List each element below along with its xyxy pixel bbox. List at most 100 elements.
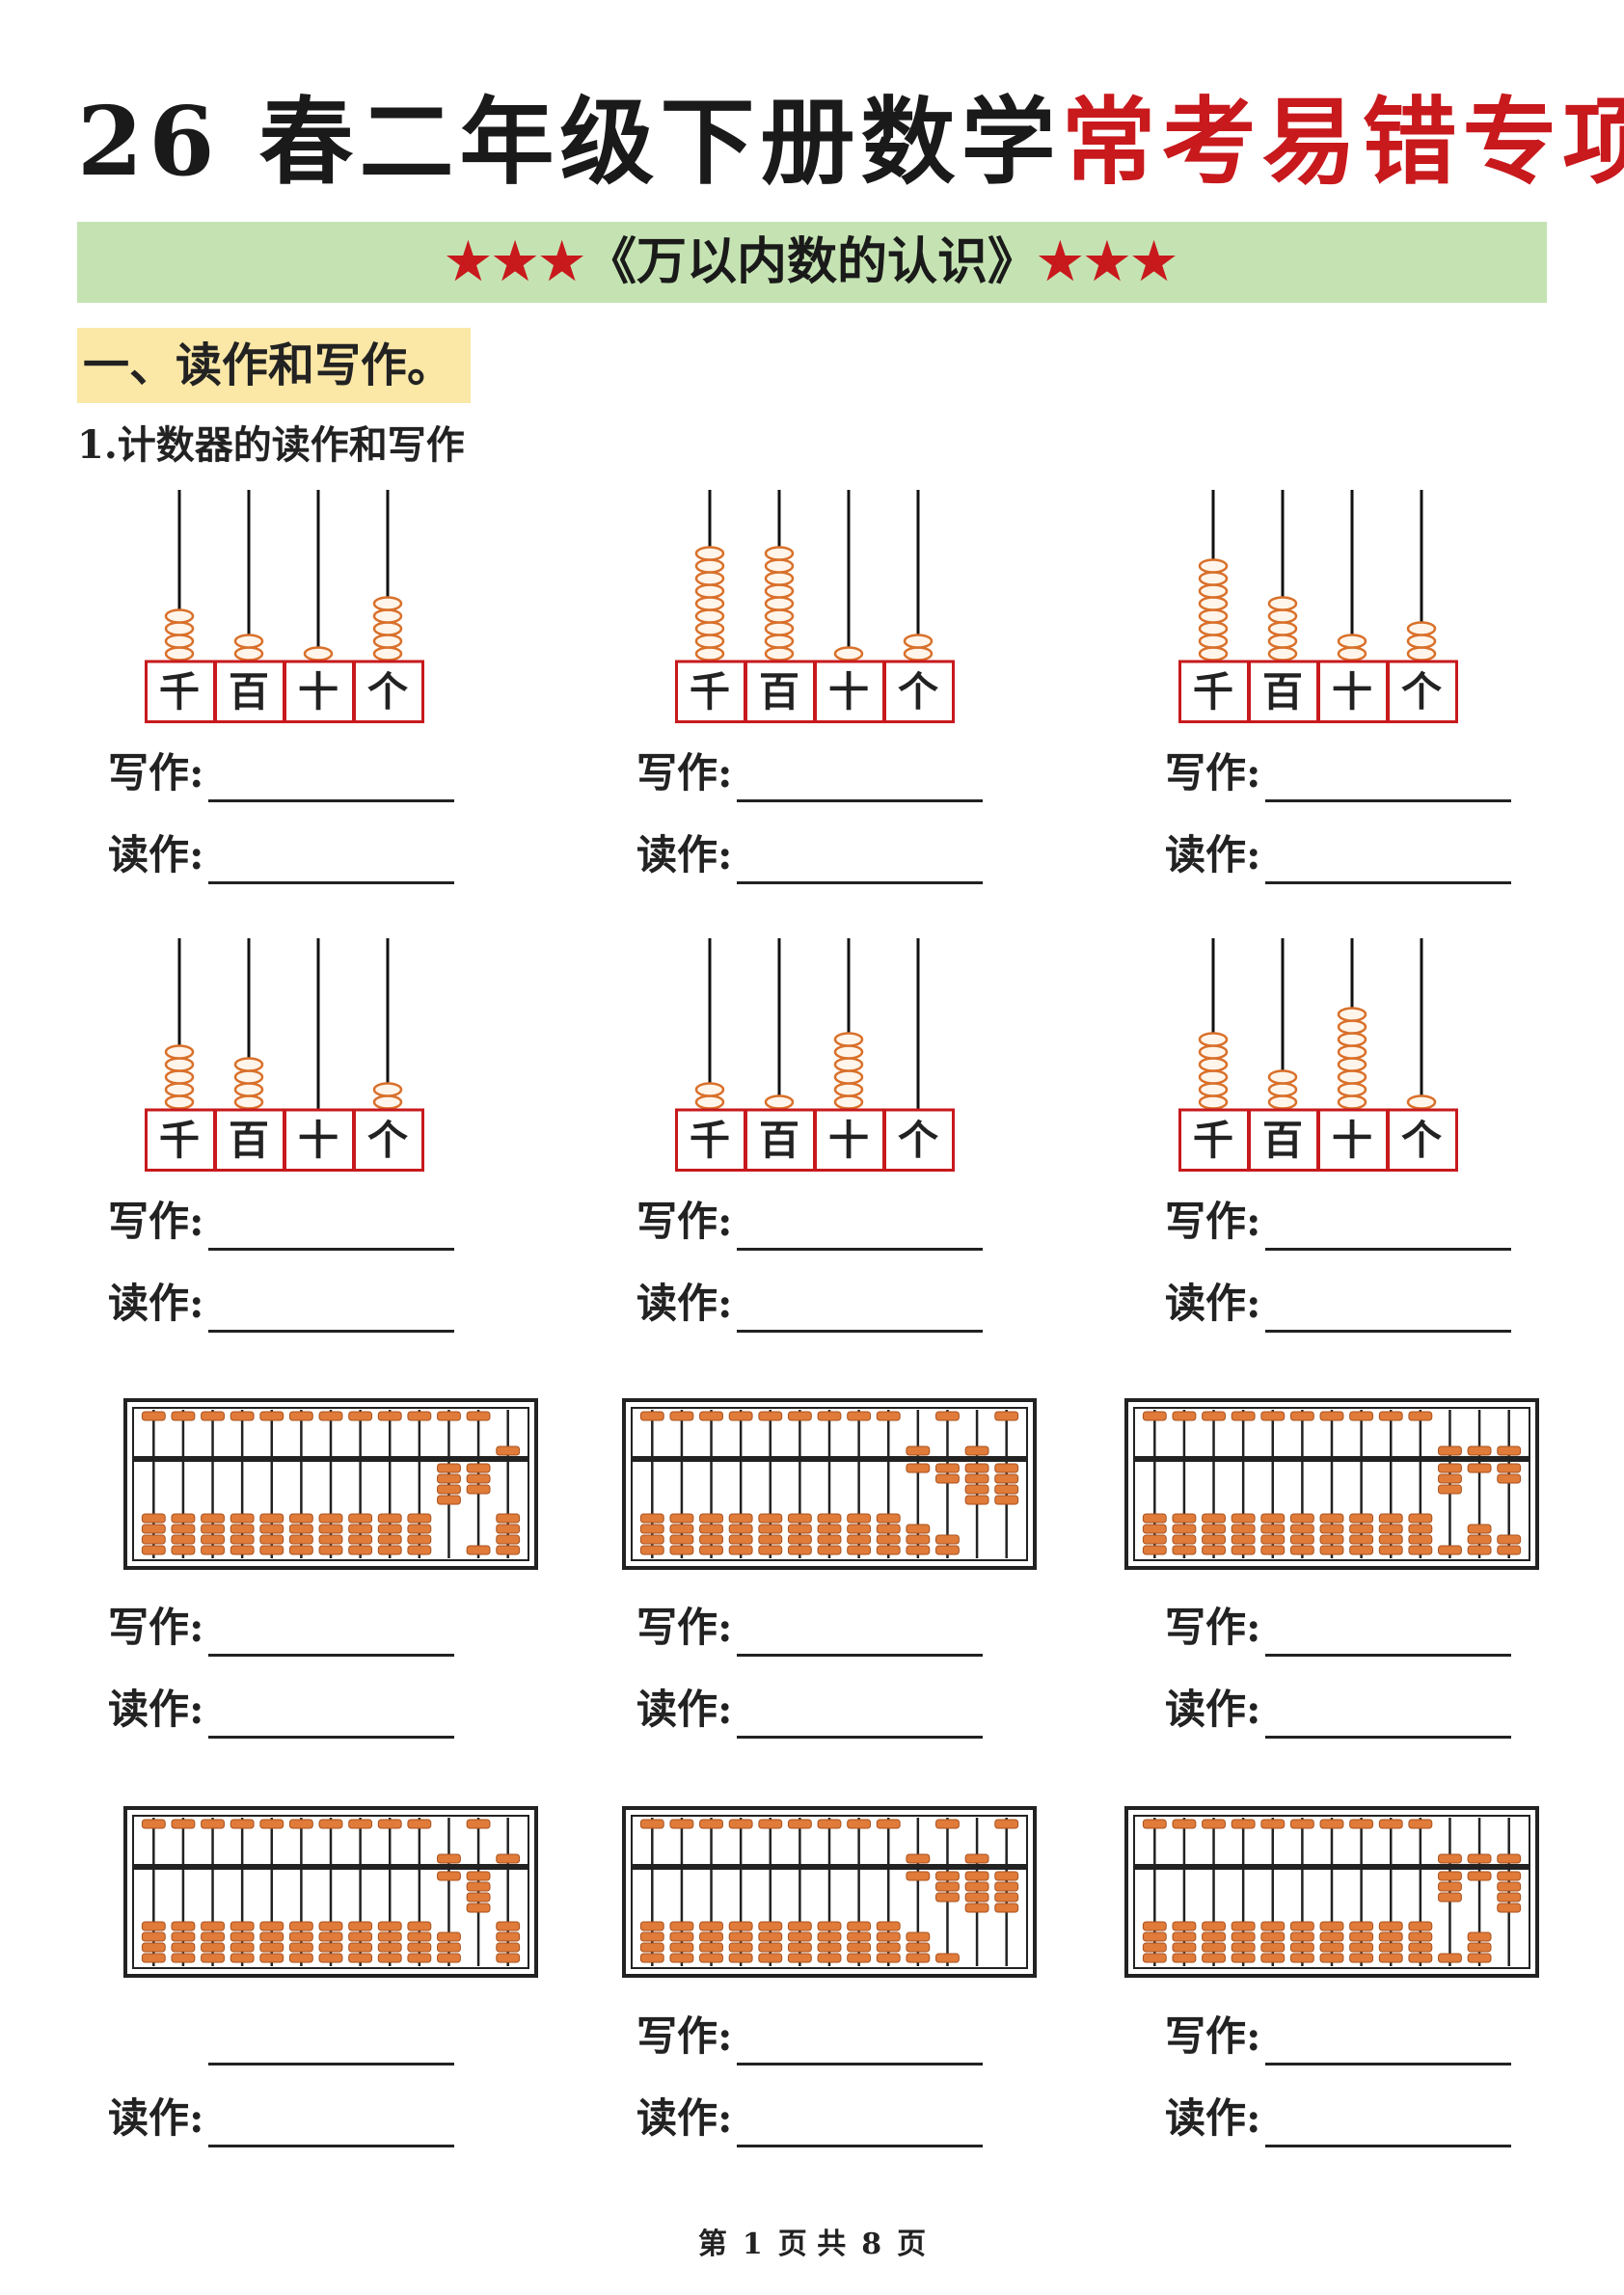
- read-answer-5-blank[interactable]: [736, 1285, 983, 1333]
- read-answer-6-blank[interactable]: [1264, 1285, 1511, 1333]
- abacus-lower-bead: [1408, 1513, 1433, 1524]
- abacus-lower-bead: [1172, 1545, 1197, 1555]
- abacus-lower-bead: [1142, 1534, 1167, 1545]
- abacus-lower-bead: [1497, 1534, 1522, 1545]
- counter-bead: [764, 608, 795, 624]
- abacus-lower-bead: [639, 1953, 664, 1963]
- abacus-lower-bead: [1349, 1953, 1374, 1963]
- abacus-lower-bead: [817, 1921, 842, 1931]
- read-answer-2-blank[interactable]: [736, 837, 983, 884]
- counter-bead: [1267, 634, 1298, 649]
- write-answer-7-blank[interactable]: [207, 1609, 454, 1657]
- abacus-upper-bead: [230, 1819, 255, 1829]
- abacus-lower-bead: [758, 1513, 783, 1524]
- counter-bead: [164, 621, 195, 636]
- counter-bead: [1198, 608, 1229, 624]
- write-answer-2-blank[interactable]: [736, 755, 983, 802]
- abacus-upper-bead: [437, 1853, 461, 1864]
- write-answer-5: 写作:: [636, 1193, 983, 1251]
- abacus-lower-bead: [1231, 1545, 1256, 1555]
- abacus-lower-bead: [1408, 1545, 1433, 1555]
- abacus-lower-bead: [230, 1921, 255, 1931]
- read-answer-10-blank[interactable]: [207, 2100, 454, 2147]
- abacus-lower-bead: [1260, 1953, 1286, 1963]
- abacus-lower-bead: [787, 1534, 812, 1545]
- counter-bead: [372, 634, 403, 649]
- write-answer-6-blank[interactable]: [1264, 1203, 1511, 1251]
- read-answer-10: 读作:: [108, 2090, 454, 2147]
- write-answer-5-label: 写作:: [636, 1198, 733, 1245]
- counter-3: 千百十个: [1178, 490, 1458, 723]
- abacus-upper-bead: [377, 1411, 402, 1421]
- abacus-lower-bead: [994, 1903, 1019, 1913]
- abacus-lower-bead: [876, 1513, 901, 1524]
- read-answer-11-blank[interactable]: [736, 2100, 983, 2147]
- counter-bead: [764, 583, 795, 599]
- read-answer-9: 读作:: [1165, 1681, 1511, 1739]
- abacus-lower-bead: [1202, 1534, 1226, 1545]
- abacus-upper-bead: [1172, 1411, 1197, 1421]
- abacus-lower-bead: [230, 1931, 255, 1942]
- abacus-lower-bead: [348, 1921, 373, 1931]
- counter-bead: [372, 646, 403, 662]
- abacus-lower-bead: [1231, 1921, 1256, 1931]
- abacus-lower-bead: [847, 1513, 872, 1524]
- write-answer-12-blank[interactable]: [1264, 2018, 1511, 2066]
- abacus-lower-bead: [1260, 1931, 1286, 1942]
- counter-place-cell: [814, 660, 885, 723]
- abacus-lower-bead: [1142, 1545, 1167, 1555]
- counter-bead: [764, 571, 795, 586]
- abacus-lower-bead: [847, 1534, 872, 1545]
- abacus-lower-bead: [318, 1931, 343, 1942]
- read-answer-12-blank[interactable]: [1264, 2100, 1511, 2147]
- abacus-lower-bead: [1142, 1931, 1167, 1942]
- abacus-lower-bead: [1319, 1921, 1344, 1931]
- abacus-lower-bead: [288, 1545, 313, 1555]
- read-answer-1-blank[interactable]: [207, 837, 454, 884]
- abacus-lower-bead: [1172, 1921, 1197, 1931]
- write-answer-1-blank[interactable]: [207, 755, 454, 802]
- abacus-lower-bead: [1202, 1942, 1226, 1953]
- abacus-lower-bead: [847, 1942, 872, 1953]
- abacus-lower-bead: [141, 1953, 166, 1963]
- abacus-lower-bead: [669, 1545, 694, 1555]
- abacus-upper-bead: [728, 1411, 753, 1421]
- write-answer-3: 写作:: [1165, 744, 1511, 802]
- abacus-lower-bead: [964, 1892, 989, 1903]
- write-answer-11: 写作:: [636, 2008, 983, 2066]
- write-answer-10-blank[interactable]: [207, 2018, 454, 2066]
- counter-bead: [1337, 1044, 1367, 1060]
- read-answer-3-blank[interactable]: [1264, 837, 1511, 884]
- counter-bead: [1198, 1069, 1229, 1085]
- counter-bead: [1267, 621, 1298, 636]
- read-answer-7-blank[interactable]: [207, 1691, 454, 1739]
- abacus-lower-bead: [1349, 1545, 1374, 1555]
- abacus-lower-bead: [288, 1942, 313, 1953]
- counter-bead: [833, 1044, 864, 1060]
- abacus-lower-bead: [318, 1534, 343, 1545]
- counter-bead: [694, 1082, 725, 1097]
- write-answer-9-blank[interactable]: [1264, 1609, 1511, 1657]
- abacus-lower-bead: [407, 1524, 432, 1534]
- abacus-lower-bead: [699, 1953, 723, 1963]
- abacus-lower-bead: [758, 1524, 783, 1534]
- abacus-lower-bead: [906, 1871, 931, 1881]
- abacus-lower-bead: [935, 1892, 960, 1903]
- counter-bead: [164, 1094, 195, 1110]
- counter-bead: [694, 583, 725, 599]
- write-answer-8-blank[interactable]: [736, 1609, 983, 1657]
- abacus-upper-bead: [669, 1819, 694, 1829]
- write-answer-11-blank[interactable]: [736, 2018, 983, 2066]
- read-answer-9-blank[interactable]: [1264, 1691, 1511, 1739]
- write-answer-3-blank[interactable]: [1264, 755, 1511, 802]
- read-answer-4-blank[interactable]: [207, 1285, 454, 1333]
- write-answer-4-blank[interactable]: [207, 1203, 454, 1251]
- abacus-upper-bead: [496, 1445, 521, 1456]
- write-answer-5-blank[interactable]: [736, 1203, 983, 1251]
- abacus-lower-bead: [259, 1513, 284, 1524]
- abacus-lower-bead: [1497, 1871, 1522, 1881]
- abacus-lower-bead: [1231, 1534, 1256, 1545]
- abacus-lower-bead: [1497, 1463, 1522, 1473]
- read-answer-8-blank[interactable]: [736, 1691, 983, 1739]
- abacus-upper-bead: [817, 1411, 842, 1421]
